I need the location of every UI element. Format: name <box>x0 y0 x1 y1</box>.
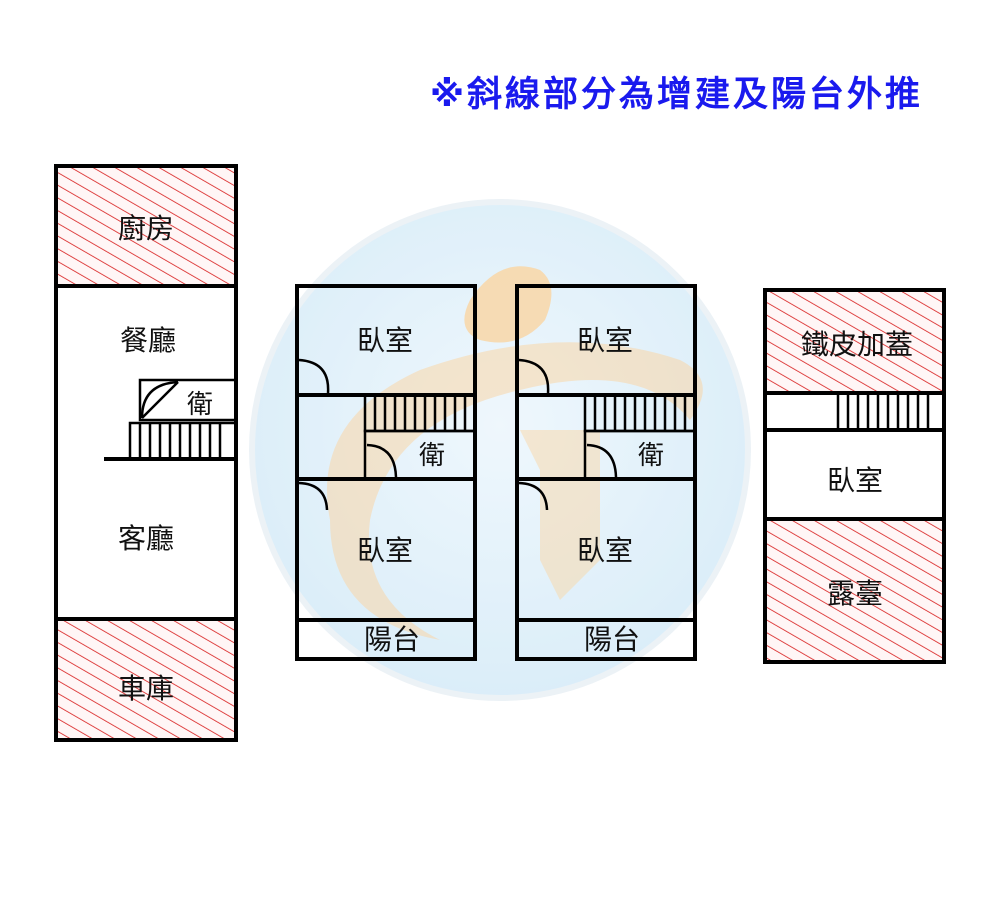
floor-3-bedroom-front-label: 臥室 <box>577 324 633 357</box>
floor-1-stairs <box>104 421 238 461</box>
floor-1-plan: 廚房 餐廳 衛 客廳 車庫 <box>54 164 238 742</box>
living-label: 客廳 <box>118 522 174 555</box>
floor-2-bath <box>363 429 477 481</box>
addition-note: ※斜線部分為增建及陽台外推 <box>430 75 924 115</box>
floor-3-plan: 臥室 衛 臥室 陽台 <box>515 284 697 661</box>
floor-3-bedroom-back-label: 臥室 <box>577 534 633 567</box>
floor-4-plan: 鐵皮加蓋 臥室 露臺 <box>763 288 946 664</box>
floor-2-bath-label: 衛 <box>419 441 445 471</box>
iron-addition-label: 鐵皮加蓋 <box>801 328 913 361</box>
floor-3-stairs <box>583 393 697 433</box>
watermark-logo <box>249 199 751 701</box>
floor-1-bath <box>138 378 238 422</box>
floor-3-bath <box>583 429 697 481</box>
kitchen-area <box>56 166 236 286</box>
floor-2-bedroom-front-label: 臥室 <box>357 324 413 357</box>
floor-4-stairs <box>836 391 946 432</box>
floor-2-balcony-label: 陽台 <box>364 623 420 656</box>
iron-addition-area <box>765 290 944 393</box>
dining-label: 餐廳 <box>120 324 176 357</box>
garage-area <box>56 619 236 740</box>
kitchen-label: 廚房 <box>118 212 174 245</box>
terrace-area <box>765 519 944 662</box>
floor-2-plan: 臥室 衛 臥室 陽台 <box>295 284 477 661</box>
floor-4-bedroom-label: 臥室 <box>827 464 883 497</box>
terrace-label: 露臺 <box>827 577 883 610</box>
floor-3-balcony-label: 陽台 <box>584 623 640 656</box>
floor-2-bedroom-back-label: 臥室 <box>357 534 413 567</box>
floor-3-bath-label: 衛 <box>638 441 664 471</box>
floor-1-bath-label: 衛 <box>187 390 213 420</box>
garage-label: 車庫 <box>118 672 174 705</box>
